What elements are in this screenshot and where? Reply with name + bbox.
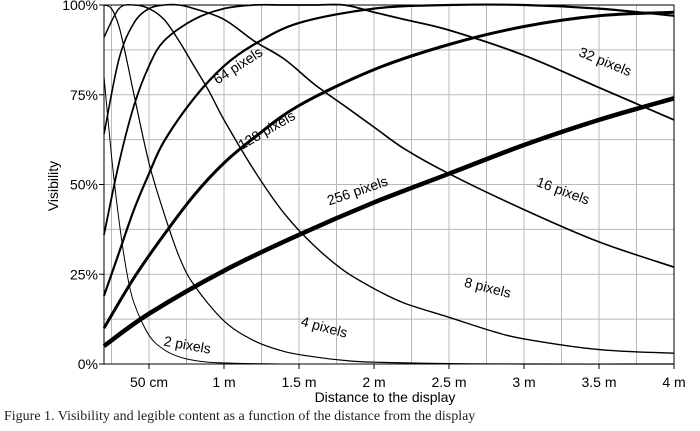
y-tick-label: 25% (70, 266, 98, 282)
series-line-8-pixels (103, 4, 675, 354)
y-tick-label: 50% (70, 177, 98, 193)
curve-label: 32 pixels (577, 44, 634, 80)
figure-caption: Figure 1. Visibility and legible content… (4, 409, 476, 424)
x-axis-ticks: 50 cm 1 m 1.5 m 2 m 2.5 m 3 m 3.5 m 4 m (130, 364, 686, 390)
grid (104, 5, 675, 364)
x-tick-label: 2.5 m (431, 374, 466, 390)
y-axis-ticks: 0% 25% 50% 75% 100% (62, 0, 104, 372)
y-tick-label: 0% (78, 356, 98, 372)
y-tick-label: 75% (70, 87, 98, 103)
series-line-4-pixels (103, 4, 675, 365)
x-tick-label: 4 m (662, 374, 685, 390)
curve-label: 4 pixels (299, 313, 349, 341)
x-axis-label: Distance to the display (315, 389, 456, 405)
curve-label: 256 pixels (325, 173, 390, 209)
series-line-256-pixels (102, 96, 675, 348)
curve-label: 128 pixels (235, 107, 298, 152)
y-tick-label: 100% (62, 0, 98, 13)
curve-label: 16 pixels (535, 174, 592, 208)
series-line-16-pixels (103, 3, 675, 268)
curve-label: 8 pixels (463, 274, 513, 301)
x-tick-label: 2 m (362, 374, 385, 390)
x-tick-label: 3 m (512, 374, 535, 390)
series-line-128-pixels (102, 10, 675, 329)
series-line-2-pixels (103, 76, 675, 365)
x-tick-label: 1 m (212, 374, 235, 390)
x-tick-label: 1.5 m (281, 374, 316, 390)
x-tick-label: 3.5 m (581, 374, 616, 390)
y-axis-label: Visibility (45, 161, 61, 211)
x-tick-label: 50 cm (130, 374, 168, 390)
